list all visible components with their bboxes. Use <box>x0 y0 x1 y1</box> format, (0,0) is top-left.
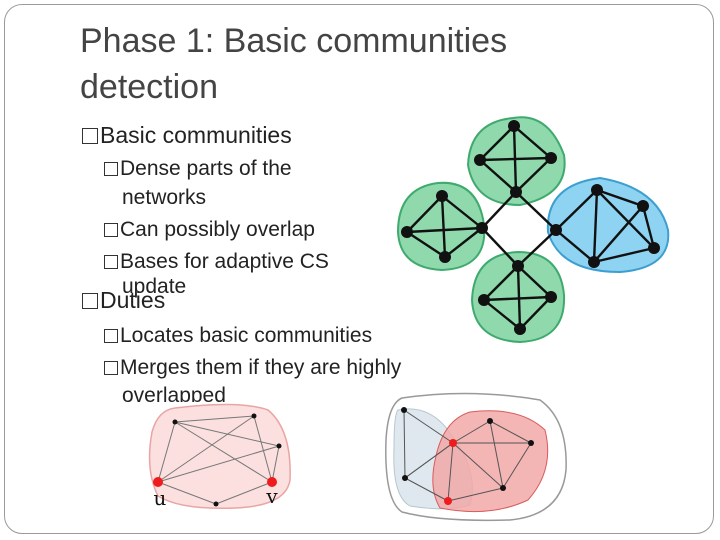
community-left <box>397 181 486 271</box>
uv-edges <box>157 415 280 505</box>
bullet-adaptive-cs-cont: update <box>122 275 187 298</box>
overlap-shared-nodes <box>444 439 457 505</box>
label-u: u <box>154 486 167 510</box>
label-v: v <box>265 484 278 508</box>
red-community <box>432 410 549 513</box>
clique-edges <box>406 125 656 330</box>
bullet-text: Dense parts of the <box>120 157 292 180</box>
node-v <box>267 477 277 487</box>
bullet-box-icon <box>82 128 98 144</box>
uv-community-graph: u v <box>148 403 291 510</box>
uv-nodes <box>172 413 282 507</box>
bullet-box-icon <box>104 329 118 343</box>
bullet-merges: Merges them if they are highly <box>104 356 401 380</box>
bullet-text: Merges them if they are highly <box>120 356 402 379</box>
title-line-2: detection <box>80 68 218 106</box>
title-line-1: Phase 1: Basic communities <box>80 22 508 60</box>
bullet-box-icon <box>104 223 118 237</box>
bullet-dense-parts: Dense parts of the <box>104 157 292 181</box>
bullet-adaptive-cs: Bases for adaptive CS <box>104 250 329 274</box>
bullet-box-icon <box>104 255 118 269</box>
bullet-text: Bases for adaptive CS <box>120 250 329 273</box>
node-u <box>153 477 163 487</box>
bullet-dense-parts-cont: networks <box>122 186 207 209</box>
pink-community <box>148 403 291 509</box>
bullet-duties: Duties <box>82 287 165 314</box>
bullet-overlap: Can possibly overlap <box>104 218 315 242</box>
bullet-merges-cont: overlapped <box>122 384 226 402</box>
bullet-basic-communities: Basic communities <box>82 122 292 149</box>
slide-title: Phase 1: Basic communities detection <box>80 18 640 110</box>
bullet-text: Basic communities <box>100 122 292 148</box>
community-top <box>467 116 566 206</box>
bullet-text: Can possibly overlap <box>120 218 315 241</box>
slide-frame <box>4 4 714 534</box>
bullet-text: Duties <box>100 287 166 313</box>
bullet-box-icon <box>104 162 118 176</box>
overlap-edges <box>403 409 532 502</box>
bullet-locates: Locates basic communities <box>104 324 372 348</box>
clique-nodes <box>401 120 660 335</box>
clique-network <box>397 116 670 343</box>
bullet-box-icon <box>82 293 98 309</box>
overlap-nodes <box>401 407 534 491</box>
overlap-communities-graph <box>385 392 567 522</box>
bullet-box-icon <box>104 361 118 375</box>
bullet-text: Locates basic communities <box>120 324 373 347</box>
